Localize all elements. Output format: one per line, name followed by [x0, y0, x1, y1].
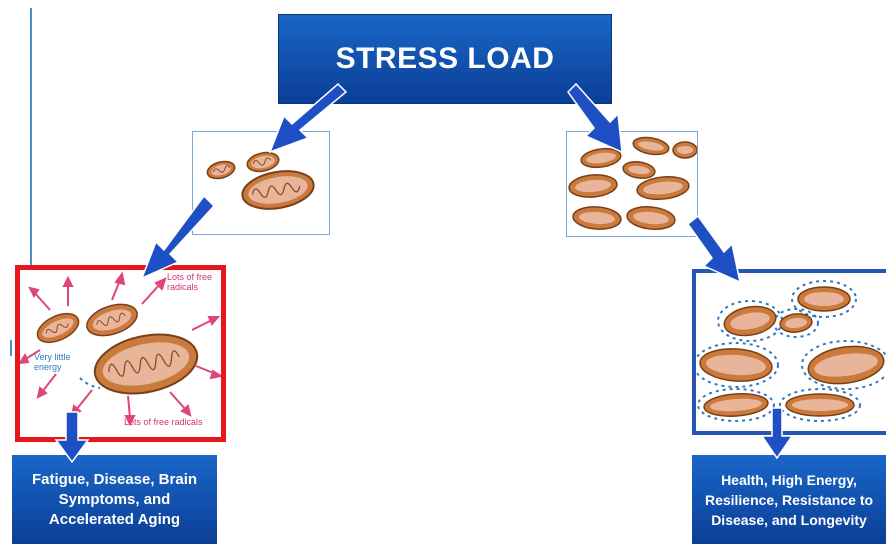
mitochondrion-icon [785, 393, 855, 417]
mitochondrion-icon [568, 174, 618, 198]
mitochondrion-icon [241, 170, 315, 210]
many-mitochondria-image [568, 136, 698, 230]
left-edge-line [30, 8, 32, 273]
right-outcome-box: Health, High Energy, Resilience, Resista… [692, 455, 886, 544]
mitochondrion-icon [206, 160, 236, 180]
free-radicals-label-bottom: Lots of free radicals [124, 417, 203, 427]
right-outcome-text: Health, High Energy, Resilience, Resista… [704, 471, 874, 528]
mitochondrion-icon [36, 312, 80, 344]
stressed-mitochondria-image [18, 271, 224, 427]
mitochondrion-icon [626, 206, 676, 230]
stress-load-title: STRESS LOAD [335, 42, 555, 75]
mitochondrion-icon [672, 141, 698, 159]
mitochondrion-icon [807, 345, 885, 385]
mitochondrion-icon [636, 175, 690, 201]
arrow-stress-to-right-icon [567, 82, 623, 154]
energy-dots [79, 377, 101, 389]
arrow-stressed-to-outcome-icon [54, 411, 90, 464]
mitochondrion-icon [622, 161, 656, 179]
healthy-mitochondria-panel [692, 269, 886, 435]
few-mitochondria-image [206, 151, 315, 210]
arrow-right-to-healthy-icon [686, 214, 742, 284]
left-outcome-text: Fatigue, Disease, Brain Symptoms, and Ac… [31, 470, 198, 528]
few-mitochondria-panel [192, 131, 330, 235]
stressed-mitochondria-panel [15, 265, 226, 442]
mitochondrion-icon [703, 393, 769, 417]
healthy-mitochondria-image [693, 280, 886, 422]
arrow-left-to-stressed-icon [140, 194, 216, 280]
mitochondrion-icon [723, 305, 777, 337]
many-mitochondria-panel [566, 131, 698, 237]
left-outcome-box: Fatigue, Disease, Brain Symptoms, and Ac… [12, 455, 217, 544]
mitochondrion-icon [246, 151, 280, 173]
free-radicals-label-top: Lots of free radicals [167, 272, 213, 292]
mitochondrion-icon [632, 136, 670, 156]
mitochondrion-icon [86, 303, 138, 337]
mitochondrion-icon [779, 313, 813, 333]
mitochondrion-icon [580, 147, 622, 169]
arrow-stress-to-left-icon [268, 82, 348, 154]
arrow-healthy-to-outcome-icon [760, 407, 794, 460]
mitochondrion-icon [797, 286, 851, 312]
stress-load-box: STRESS LOAD [278, 14, 612, 104]
edge-tick-mark [10, 340, 12, 356]
mitochondrion-icon [93, 333, 199, 395]
mitochondrion-icon [572, 206, 622, 230]
little-energy-label: Very little energy [34, 352, 71, 372]
mitochondrion-icon [699, 348, 773, 382]
